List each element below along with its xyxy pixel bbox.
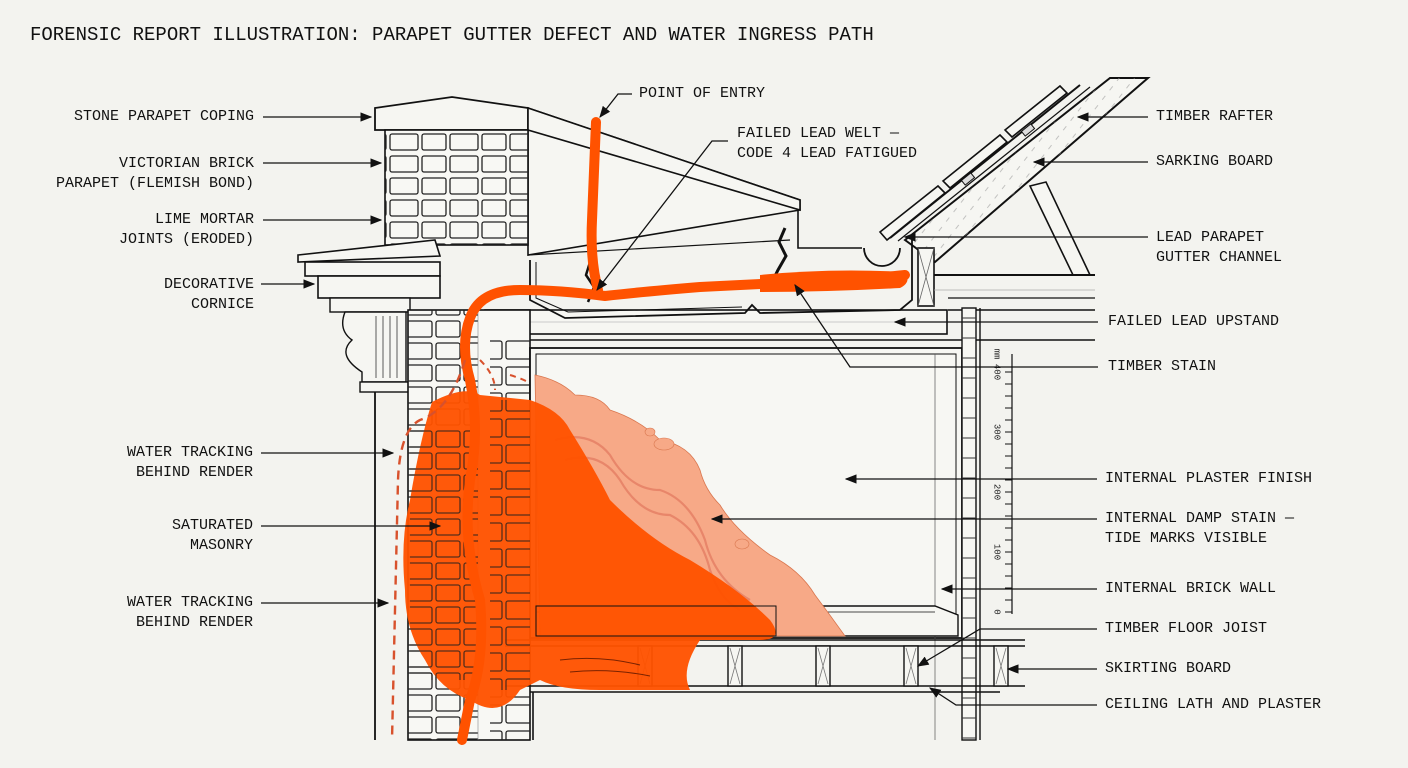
leader-timber-floor-joist xyxy=(916,628,1097,667)
ruler-unit: mm xyxy=(992,349,1002,360)
cornice-bracket xyxy=(342,311,407,383)
leader-failed-lead-welt xyxy=(596,140,728,291)
label-ceiling-lath-and-plaster: CEILING LATH AND PLASTER xyxy=(1105,696,1322,713)
label-water-tracking-upper: WATER TRACKING BEHIND RENDER xyxy=(126,444,253,481)
label-decorative-cornice: DECORATIVE CORNICE xyxy=(163,276,254,313)
tide-mark xyxy=(554,436,751,601)
leader-timber-stain xyxy=(794,284,1098,368)
saturated-area xyxy=(403,391,777,708)
label-internal-damp-stain: INTERNAL DAMP STAIN — TIDE MARKS VISIBLE xyxy=(1105,510,1295,547)
label-stone-parapet-coping: STONE PARAPET COPING xyxy=(73,108,254,125)
label-timber-stain: TIMBER STAIN xyxy=(1108,358,1217,375)
label-water-tracking-lower: WATER TRACKING BEHIND RENDER xyxy=(126,594,253,631)
ruler-label: 100 xyxy=(992,544,1002,560)
label-lead-parapet-gutter-channel: LEAD PARAPET GUTTER CHANNEL xyxy=(1156,229,1283,266)
label-timber-rafter: TIMBER RAFTER xyxy=(1156,108,1274,125)
label-sarking-board: SARKING BOARD xyxy=(1156,153,1274,170)
lead-gutter-lining xyxy=(529,240,913,319)
roof-slates xyxy=(878,84,1069,242)
ruler-label: 400 xyxy=(992,364,1002,380)
ruler-label: 0 xyxy=(992,609,1002,614)
label-victorian-brick-parapet: VICTORIAN BRICK PARAPET (FLEMISH BOND) xyxy=(55,155,254,192)
label-lime-mortar-joints: LIME MORTAR JOINTS (ERODED) xyxy=(118,211,254,248)
ruler-label: 300 xyxy=(992,424,1002,440)
leader-point-of-entry xyxy=(599,93,632,118)
label-internal-plaster-finish: INTERNAL PLASTER FINISH xyxy=(1105,470,1313,487)
label-failed-lead-upstand: FAILED LEAD UPSTAND xyxy=(1108,313,1280,330)
rear-gutter xyxy=(863,247,901,267)
roof-strut xyxy=(1028,181,1092,276)
label-failed-lead-welt: FAILED LEAD WELT — CODE 4 LEAD FATIGUED xyxy=(737,125,918,162)
label-point-of-entry: POINT OF ENTRY xyxy=(639,85,766,102)
diagram-title: FORENSIC REPORT ILLUSTRATION: PARAPET GU… xyxy=(30,24,874,46)
floor-joists xyxy=(637,645,1009,687)
roof-structure xyxy=(878,77,1151,307)
water-tracking-dashed xyxy=(390,359,467,741)
leader-ceiling-lath xyxy=(929,687,1097,706)
scale-ruler: 0 100 200 300 400 mm xyxy=(992,349,1013,615)
stone-coping xyxy=(374,96,529,131)
label-skirting-board: SKIRTING BOARD xyxy=(1105,660,1232,677)
label-timber-floor-joist: TIMBER FLOOR JOIST xyxy=(1105,620,1268,637)
ruler-label: 200 xyxy=(992,484,1002,500)
label-internal-brick-wall: INTERNAL BRICK WALL xyxy=(1105,580,1277,597)
leader-lines xyxy=(261,93,1148,706)
label-saturated-masonry: SATURATED MASONRY xyxy=(171,517,253,554)
cornice xyxy=(297,239,442,393)
